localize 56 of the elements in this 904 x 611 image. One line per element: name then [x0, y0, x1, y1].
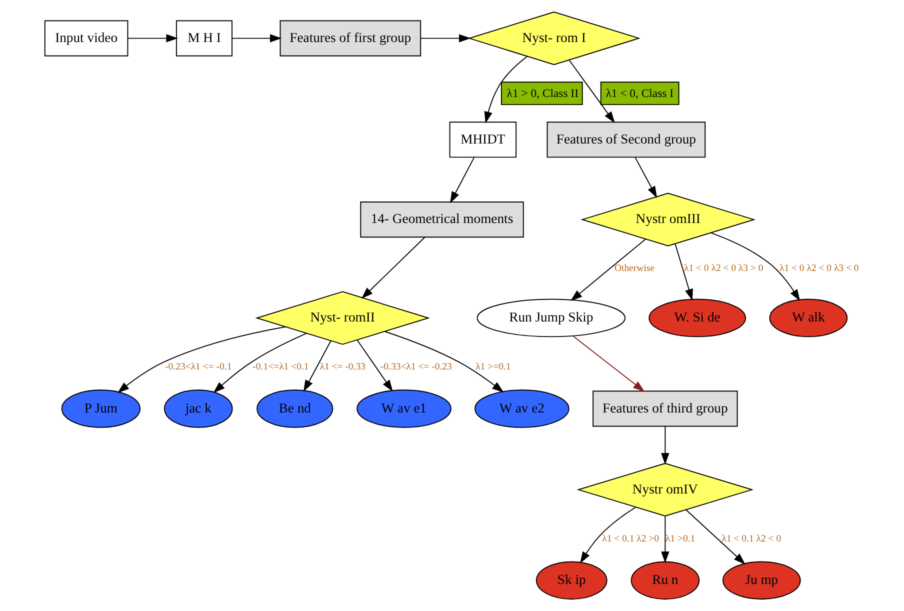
node-ellipse: Ju mp	[722, 561, 801, 600]
edge-label: λ1 < 0.1 λ2 < 0	[722, 533, 782, 544]
arrow	[570, 238, 646, 302]
edge-label: λ1 >0.1	[665, 533, 696, 544]
arrow	[450, 157, 475, 204]
arrow	[710, 232, 800, 302]
arrow	[634, 157, 658, 198]
node-ellipse: P Jum	[61, 390, 140, 428]
node-box: 14- Geometrical moments	[360, 202, 524, 238]
arrow	[303, 340, 332, 392]
arrow	[580, 506, 636, 564]
node-box: Features of first group	[280, 20, 422, 56]
node-diamond: Nyst- rom I	[468, 11, 640, 66]
node-ellipse: W av e1	[356, 390, 452, 428]
edge-label: λ1 < 0 λ2 < 0 λ3 < 0	[779, 263, 859, 274]
arrow	[572, 335, 645, 392]
edge-label: -0.33<λ1 <= -0.23	[380, 362, 452, 373]
edge-label: λ1 < 0 λ2 < 0 λ3 > 0	[684, 263, 764, 274]
node-box: Features of Second group	[546, 122, 706, 158]
node-diamond: Nystr omIV	[576, 462, 754, 516]
node-diamond: Nystr omIII	[580, 192, 756, 246]
node-ellipse: Sk ip	[536, 561, 608, 600]
arrow	[674, 243, 693, 301]
arrow	[213, 332, 308, 394]
edge-label: λ1 < 0, Class I	[606, 86, 674, 100]
edge-label: Otherwise	[614, 263, 654, 274]
arrow	[232, 34, 282, 42]
arrow	[661, 426, 670, 465]
edge-label: λ1 < 0.1 λ2 >0	[602, 533, 660, 544]
edge-label: λ1 <= -0.33	[320, 362, 366, 373]
arrow	[484, 56, 528, 124]
arrow	[384, 331, 504, 392]
arrow	[686, 509, 746, 564]
node-box: Features of third group	[592, 390, 738, 427]
arrow	[361, 236, 426, 299]
node-diamond: Nyst- romII	[255, 291, 430, 345]
arrow	[420, 34, 471, 42]
edge-label: -0.1<=λ1 <0.1	[252, 362, 309, 373]
edge-label: -0.23<λ1 <= -0.1	[165, 362, 232, 373]
arrow	[117, 326, 286, 393]
edge-label: λ1 >=0.1	[476, 362, 511, 373]
arrow	[661, 516, 670, 564]
node-ellipse: jac k	[164, 390, 233, 428]
arrow	[356, 340, 393, 392]
node-ellipse: W. Si de	[648, 298, 746, 338]
node-ellipse: W alk	[769, 298, 848, 338]
node-ellipse: Run Jump Skip	[476, 298, 626, 338]
node-box: M H I	[176, 20, 232, 56]
node-ellipse: W av e2	[474, 390, 570, 428]
node-box: MHIDT	[449, 122, 517, 158]
edge-label: λ1 > 0, Class II	[506, 86, 578, 100]
node-ellipse: Ru n	[630, 561, 700, 600]
node-box: Input video	[44, 20, 128, 56]
arrow	[568, 60, 615, 124]
node-ellipse: Be nd	[256, 390, 334, 428]
arrow	[127, 34, 178, 42]
